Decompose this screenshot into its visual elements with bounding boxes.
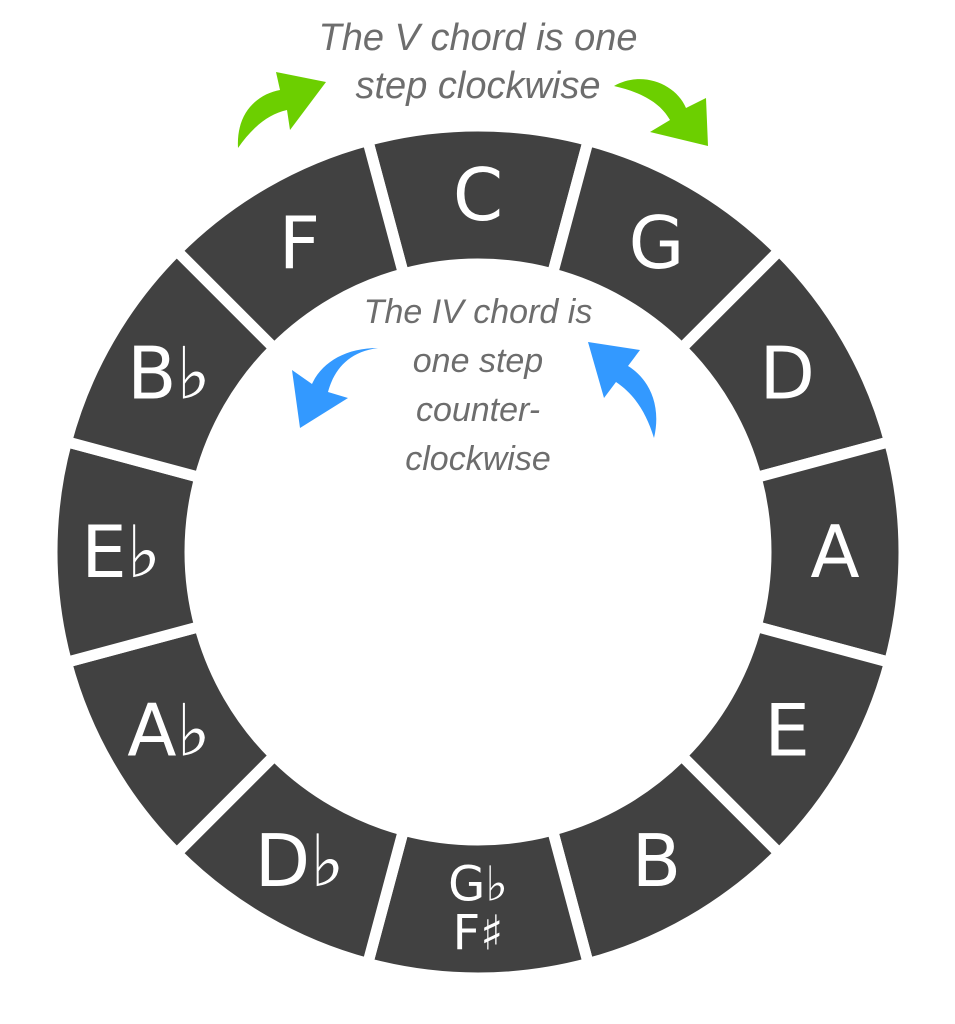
iv-chord-caption-line-1: The IV chord is (364, 293, 593, 331)
segment-label: B (632, 819, 681, 903)
v-chord-caption-line-1: The V chord is one (319, 17, 638, 59)
labels-layer: C GD A EB G♭F♯ D♭ A♭ E♭ B♭ F (81, 153, 859, 961)
segment-label: E (764, 689, 810, 773)
v-chord-caption-line-2: step clockwise (356, 65, 601, 107)
clockwise-arrow-right-icon (614, 79, 708, 146)
segment-label: A (810, 510, 859, 594)
wheel-segment (168, 133, 411, 357)
segment-label: F♯ (453, 905, 504, 961)
segment-label: E♭ (81, 510, 160, 594)
iv-chord-caption-line-2: one step (413, 342, 543, 380)
segment-label: D♭ (255, 819, 344, 903)
segment-label: G (629, 201, 685, 285)
segments-layer (46, 120, 910, 984)
clockwise-arrow-left-icon (237, 72, 326, 148)
counter-clockwise-arrow-left-icon (292, 348, 378, 428)
iv-chord-caption-line-4: clockwise (405, 440, 550, 478)
segment-label: D (759, 332, 814, 416)
iv-chord-caption-line-3: counter- (416, 391, 540, 429)
segment-label: C (453, 153, 503, 237)
segment-label: A♭ (127, 689, 210, 773)
segment-label: B♭ (127, 332, 210, 416)
segment-label: F (279, 201, 320, 285)
counter-clockwise-arrow-right-icon (588, 342, 657, 438)
segment-label: G♭ (448, 857, 508, 913)
